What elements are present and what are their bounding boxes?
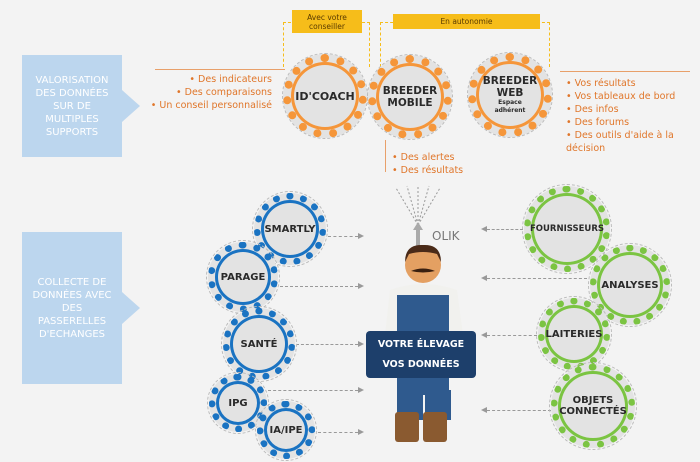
web-bullets: Vos résultats Vos tableaux de bord Des i… (566, 77, 686, 155)
arrow-head-icon (358, 233, 364, 239)
tool-label: ID'COACH (295, 89, 355, 103)
bullet-item: Des indicateurs (151, 73, 272, 86)
tool-sublabel: Espace adhérent (494, 99, 526, 114)
bullet-item: Vos tableaux de bord (566, 90, 686, 103)
tool-label: BREEDER MOBILE (382, 85, 438, 109)
source-fournisseurs[interactable]: FOURNISSEURS (522, 184, 612, 274)
center-line-2: VOS DONNÉES (382, 359, 460, 370)
chevron-icon (122, 292, 140, 324)
bullet-item: Un conseil personnalisé (151, 99, 272, 112)
source-label: IPG (228, 397, 248, 409)
tool-idcoach[interactable]: ID'COACH (282, 53, 368, 139)
arrow-head-icon (358, 429, 364, 435)
mobile-bullets: Des alertes Des résultats (392, 151, 464, 177)
arrow-iaipe (318, 432, 358, 433)
section-label-collecte: COLLECTE DE DONNÉES AVEC DES PASSERELLES… (22, 232, 122, 384)
arrow-smartly (328, 236, 358, 237)
connector-line (155, 69, 285, 70)
bullet-item: Des comparaisons (151, 86, 272, 99)
source-label: ANALYSES (601, 279, 659, 291)
arrow-analyses (487, 278, 587, 279)
section-label-valorisation: VALORISATION DES DONNÉES SUR DE MULTIPLE… (22, 55, 122, 157)
arrow-head-icon (358, 341, 364, 347)
source-label: OBJETS CONNECTÉS (559, 395, 627, 417)
source-label: LAITERIES (545, 328, 603, 340)
arrow-head-icon (481, 332, 487, 338)
arrow-head-icon (481, 407, 487, 413)
arrow-sante (296, 344, 358, 345)
broadcast-arrows-icon (395, 185, 441, 248)
bullet-item: Des forums (566, 116, 686, 129)
idcoach-bullets: Des indicateurs Des comparaisons Un cons… (151, 73, 272, 112)
tag-autonomy: En autonomie (393, 14, 540, 29)
tag-advisor: Avec votre conseiller (292, 10, 362, 33)
bullet-item: Des infos (566, 103, 686, 116)
source-label: PARAGE (220, 271, 266, 283)
source-label: SANTÉ (240, 338, 278, 350)
olik-label: OLIK (432, 229, 460, 243)
source-parage[interactable]: PARAGE (206, 240, 280, 314)
arrow-laiteries (487, 335, 537, 336)
arrow-parage (280, 286, 358, 287)
arrow-ipg (268, 390, 358, 391)
center-label-box: VOTRE ÉLEVAGE VOS DONNÉES (366, 331, 476, 378)
source-label: IA/IPE (269, 424, 303, 436)
bullet-item: Des résultats (392, 164, 464, 177)
center-line-1: VOTRE ÉLEVAGE (377, 339, 465, 350)
bullet-item: Des alertes (392, 151, 463, 164)
chevron-icon (122, 90, 140, 122)
bullet-item: Des outils d'aide à la décision (566, 129, 686, 155)
source-label: FOURNISSEURS (530, 224, 604, 234)
arrow-head-icon (358, 387, 364, 393)
arrow-head-icon (358, 283, 364, 289)
source-label: SMARTLY (264, 223, 316, 235)
connector-line (560, 71, 690, 72)
arrow-fournisseurs (487, 229, 523, 230)
source-sante[interactable]: SANTÉ (221, 306, 297, 382)
arrow-objets (487, 410, 551, 411)
tool-label: BREEDER WEB (482, 75, 538, 99)
arrow-head-icon (481, 275, 487, 281)
bullet-item: Vos résultats (566, 77, 686, 90)
source-laiteries[interactable]: LAITERIES (536, 296, 612, 372)
tool-breeder-mobile[interactable]: BREEDER MOBILE (367, 54, 453, 140)
source-iaipe[interactable]: IA/IPE (255, 399, 317, 461)
connector-line (385, 140, 386, 172)
source-smartly[interactable]: SMARTLY (252, 191, 328, 267)
source-objets-connectes[interactable]: OBJETS CONNECTÉS (549, 362, 637, 450)
arrow-head-icon (481, 226, 487, 232)
